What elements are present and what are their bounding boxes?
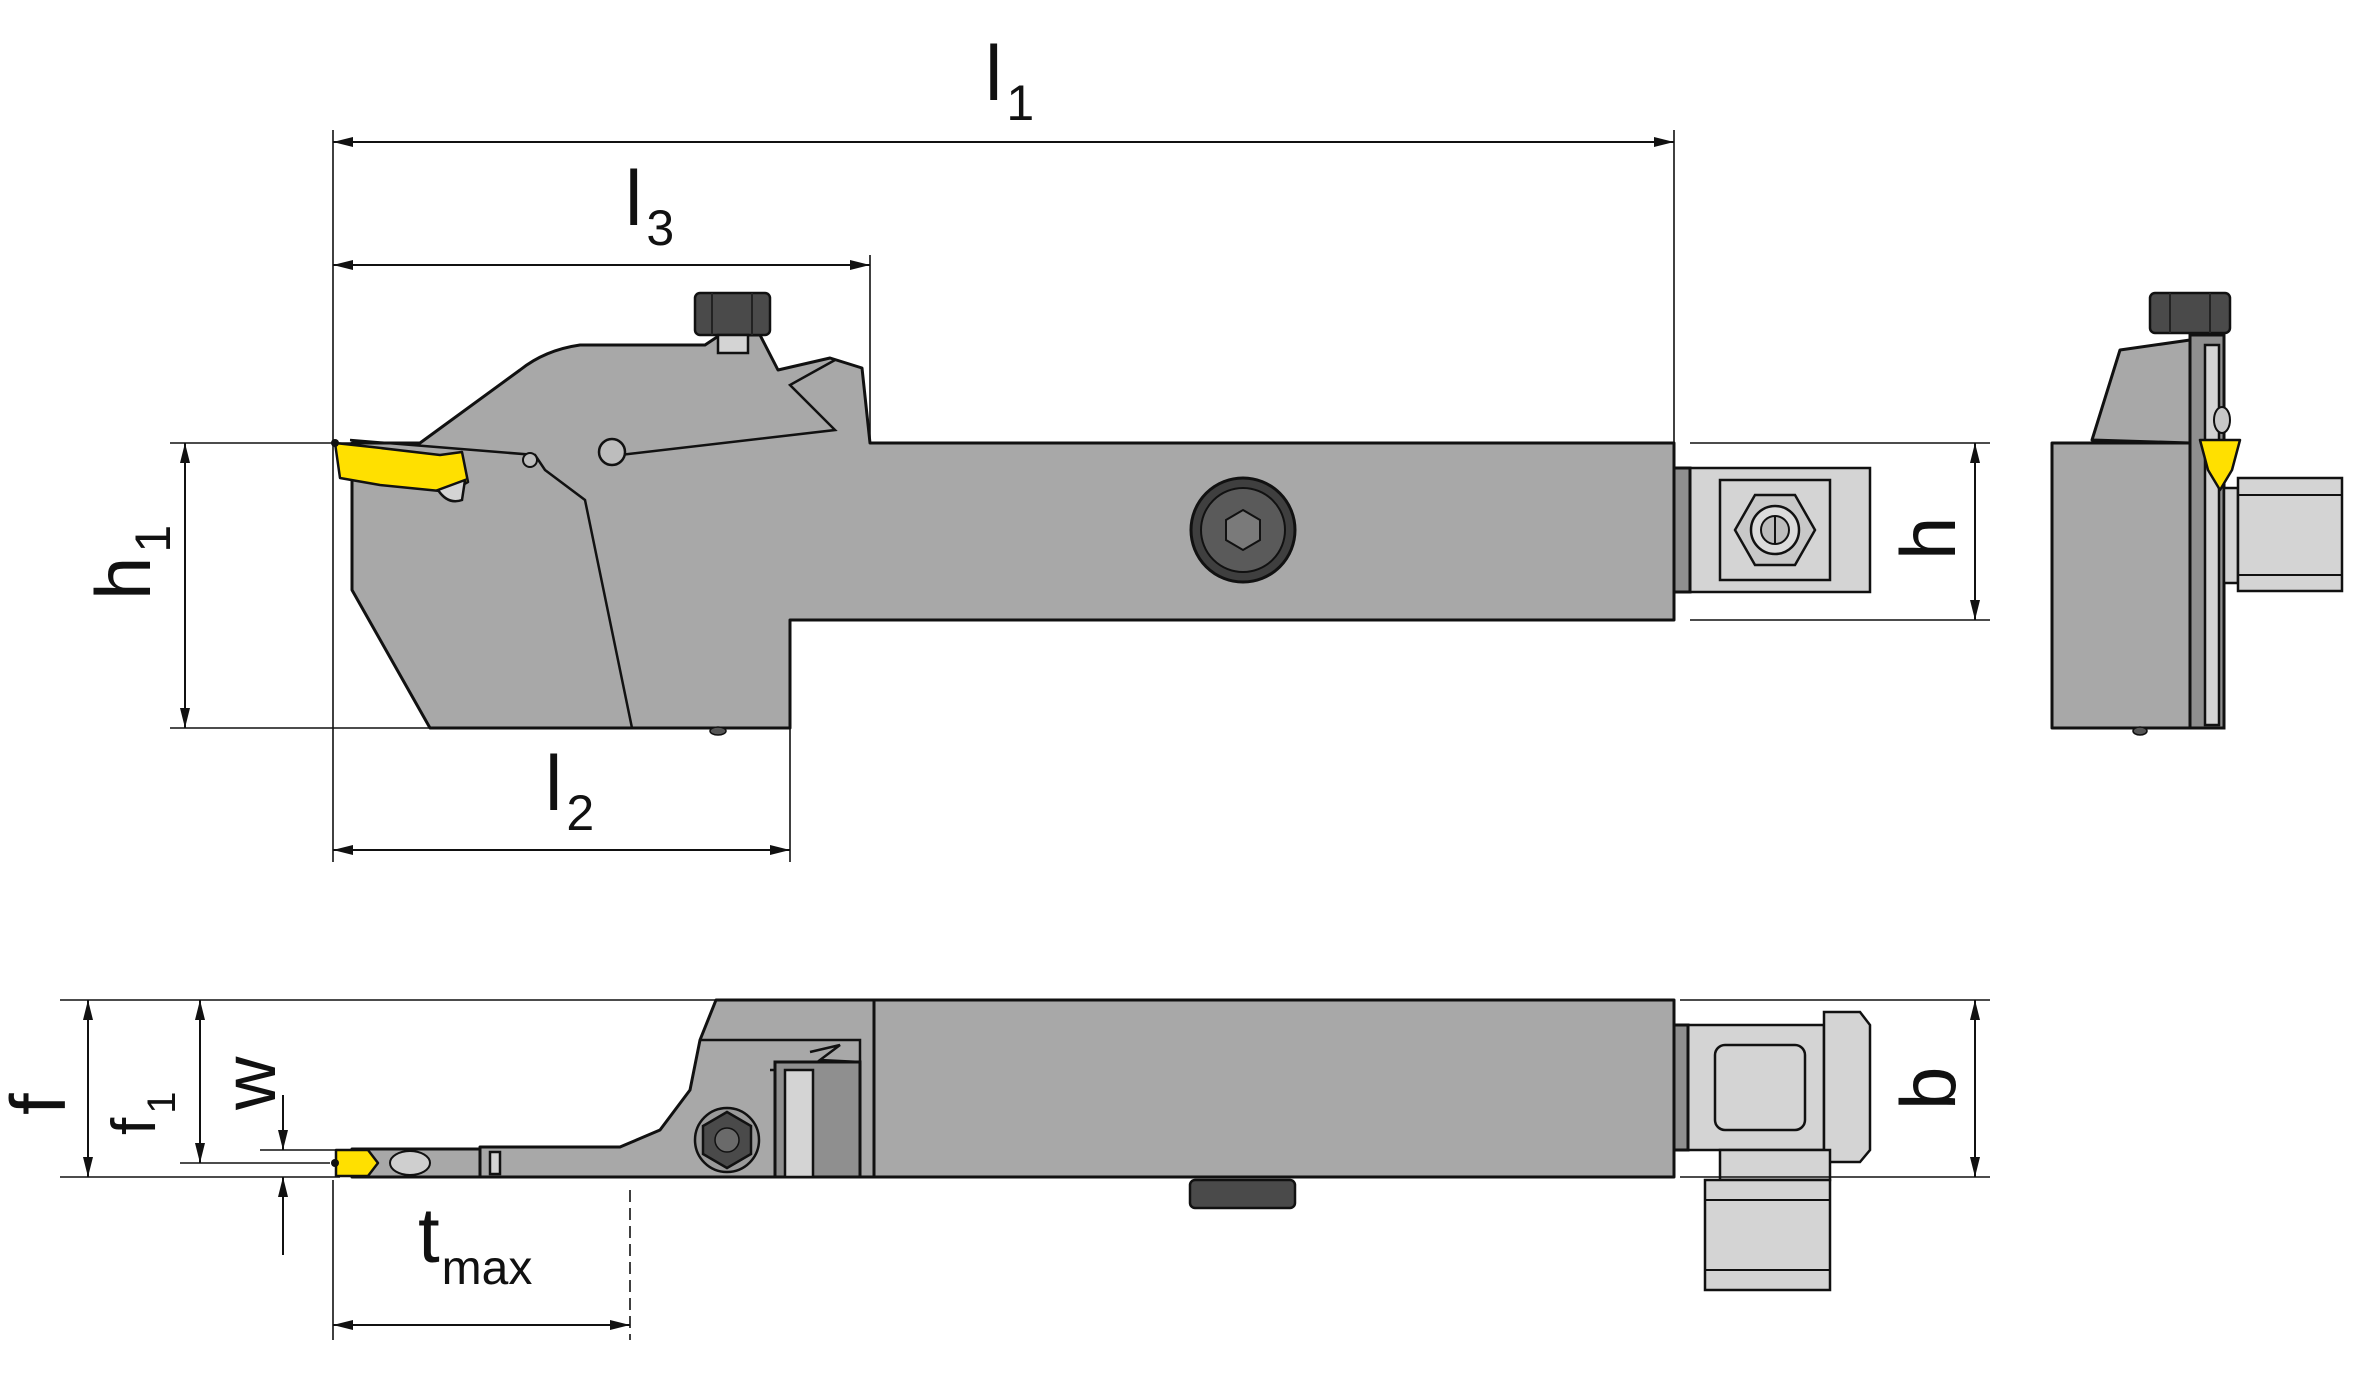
shank-body <box>350 333 1676 730</box>
end-view-fitting <box>2222 476 2344 593</box>
top-view-insert <box>334 1148 380 1178</box>
end-view-insert <box>2198 438 2242 492</box>
label-l3: l3 <box>625 154 674 256</box>
clamp-screw-top <box>693 291 772 355</box>
end-view-screw <box>2148 291 2232 335</box>
clamp-lever <box>619 358 838 457</box>
label-f: f <box>0 1093 82 1115</box>
top-view-fitting <box>1672 1010 1872 1292</box>
bottom-key <box>1188 1178 1297 1210</box>
label-h: h <box>1884 517 1972 560</box>
coolant-fitting-side <box>1672 466 1872 594</box>
dimension-labels: l1 l3 l2 h1 h b f f1 w tmax <box>0 29 1972 1295</box>
foot-pin <box>709 726 727 736</box>
top-view-body <box>478 998 1676 1179</box>
label-f1: f1 <box>100 1092 184 1135</box>
top-view <box>331 998 1872 1292</box>
label-w: w <box>208 1056 291 1111</box>
pin-hole <box>597 437 627 467</box>
dimension-lines <box>60 130 1990 1340</box>
label-tmax: tmax <box>418 1191 532 1295</box>
center-screw <box>1189 476 1297 584</box>
grooving-insert <box>333 441 470 494</box>
top-view-screw <box>693 1106 761 1174</box>
clamp-slot <box>349 438 634 729</box>
end-view <box>2050 291 2344 736</box>
side-view <box>331 291 1872 736</box>
label-l1: l1 <box>985 29 1034 131</box>
lever-pivot <box>522 452 538 468</box>
label-l2: l2 <box>545 739 594 841</box>
label-b: b <box>1884 1067 1972 1110</box>
label-h1: h1 <box>79 525 181 600</box>
insert-clamp-pocket <box>436 478 467 503</box>
